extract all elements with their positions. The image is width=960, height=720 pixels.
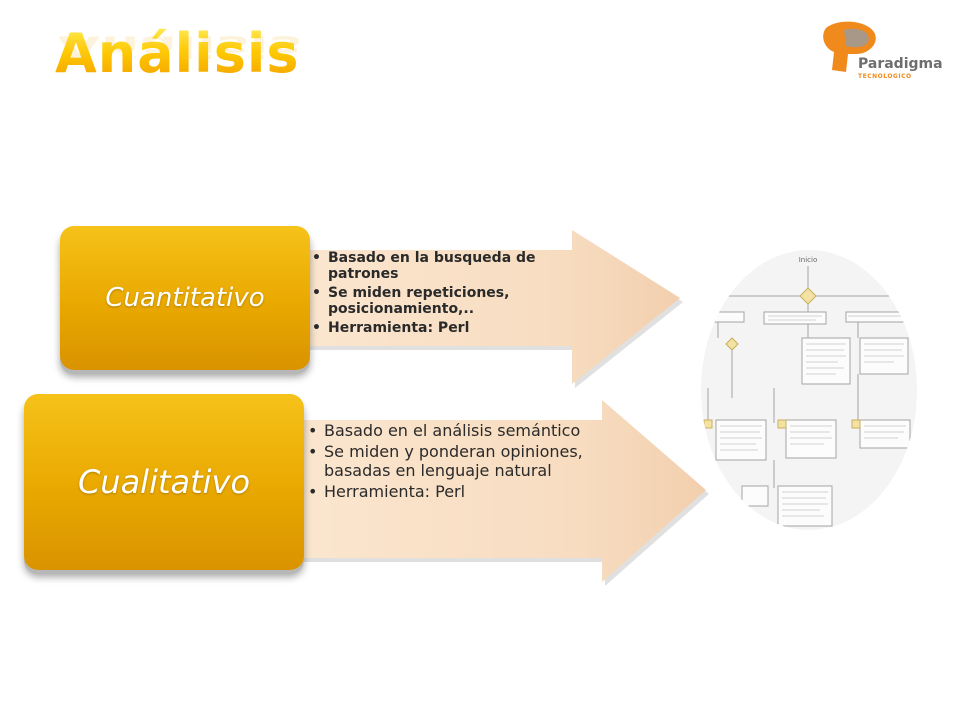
category-box-cuantitativo: Cuantitativo [60,226,310,370]
category-label: Cuantitativo [105,283,265,313]
bullet-list-cuantitativo: Basado en la busqueda de patrones Se mid… [312,250,582,339]
bullet-list-cualitativo: Basado en el análisis semántico Se miden… [308,421,648,505]
page-title-reflection: Análisis [58,29,303,64]
category-box-cualitativo: Cualitativo [24,394,304,570]
logo-name: Paradigma [858,56,943,72]
logo-subtitle: TECNOLOGICO [858,73,912,80]
bullet-item: Se miden y ponderan opiniones, basadas e… [308,443,648,480]
paradigma-logo-icon [823,21,876,72]
flowchart-image: Inicio [701,250,917,530]
bullet-item: Basado en el análisis semántico [308,421,648,441]
diagram-start-label: Inicio [799,256,818,264]
bullet-item: Basado en la busqueda de patrones [312,250,582,282]
page-title: Análisis [55,22,300,85]
bullet-item: Herramienta: Perl [312,320,582,336]
bullet-item: Herramienta: Perl [308,482,648,502]
bullet-item: Se miden repeticiones, posicionamiento,.… [312,285,582,317]
category-label: Cualitativo [77,463,251,501]
